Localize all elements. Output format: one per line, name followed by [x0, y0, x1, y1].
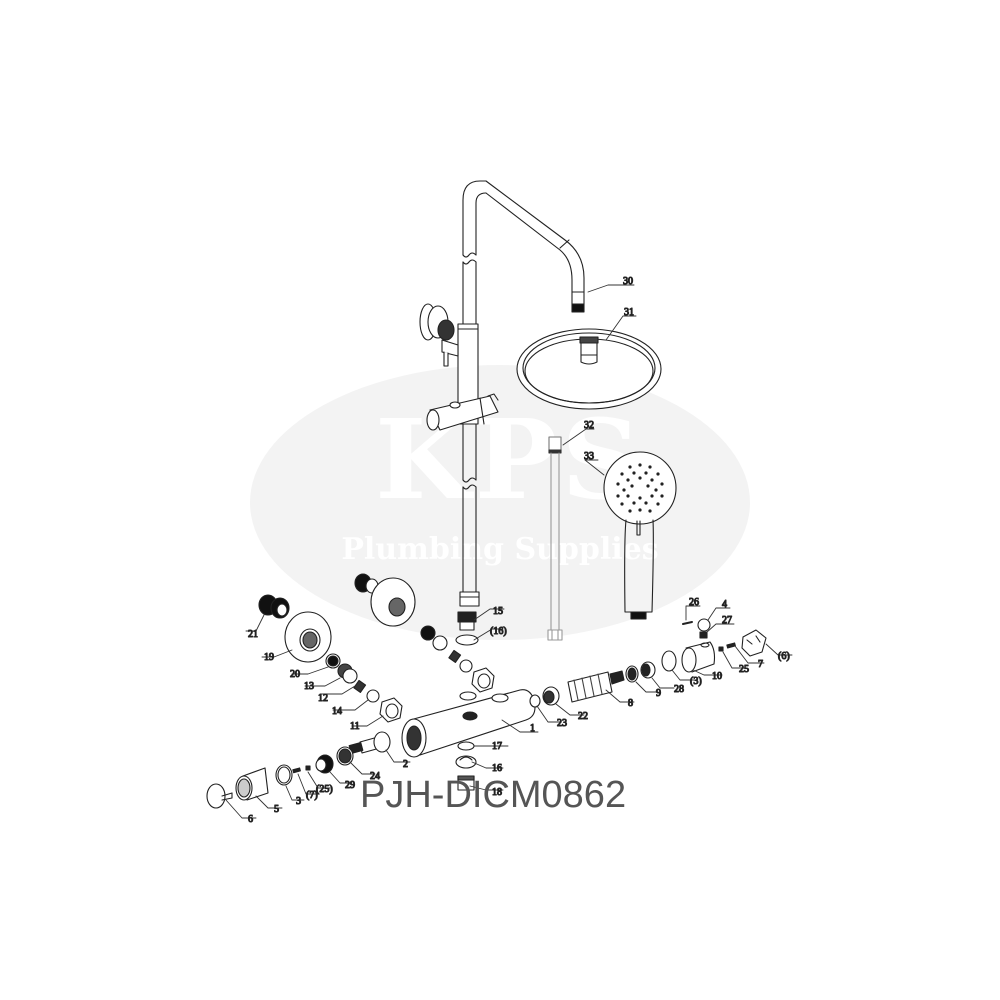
- label-25: 25: [739, 664, 749, 675]
- label-24: 24: [370, 771, 380, 782]
- label-33: 33: [584, 451, 594, 462]
- wall-bracket: [419, 303, 459, 367]
- overhead-shower-head: [516, 328, 662, 410]
- label-15: 15: [493, 606, 503, 617]
- label-9: 9: [656, 688, 661, 699]
- label-17: 17: [492, 741, 502, 752]
- label-14: 14: [332, 706, 342, 717]
- outlet-parts: [455, 741, 477, 791]
- thermostatic-parts: [529, 618, 767, 708]
- label-26: 26: [689, 597, 699, 608]
- watermark-tagline: Plumbing Supplies: [341, 532, 659, 567]
- label-18: 18: [492, 787, 502, 798]
- label-13: 13: [304, 681, 314, 692]
- label-22: 22: [578, 711, 588, 722]
- label-1: 1: [530, 723, 535, 734]
- label-7-paren: (7): [306, 790, 318, 801]
- label-23: 23: [557, 718, 567, 729]
- watermark-brand: KPS: [375, 395, 645, 524]
- part-labels: 30 31 32 33 15 (16) 21 19 20 13 12 14 11…: [247, 275, 790, 825]
- label-6-paren: (6): [778, 651, 790, 662]
- right-inlet-parts: [354, 573, 495, 701]
- label-3-paren: (3): [690, 676, 702, 687]
- label-11: 11: [350, 721, 360, 732]
- label-10: 10: [712, 671, 722, 682]
- label-12: 12: [318, 693, 328, 704]
- label-29: 29: [345, 780, 355, 791]
- label-3: 3: [296, 796, 301, 807]
- hand-shower: [603, 451, 677, 620]
- label-16: 16: [492, 763, 502, 774]
- label-31: 31: [624, 307, 634, 318]
- shower-hose: [547, 436, 563, 641]
- leader-lines: [225, 284, 793, 819]
- label-27: 27: [722, 615, 732, 626]
- label-2: 2: [403, 759, 408, 770]
- label-4: 4: [722, 599, 727, 610]
- label-6: 6: [248, 814, 253, 825]
- label-28: 28: [674, 684, 684, 695]
- label-30: 30: [623, 276, 633, 287]
- label-8: 8: [628, 698, 633, 709]
- label-7: 7: [758, 659, 763, 670]
- label-16-paren: (16): [490, 626, 507, 637]
- label-19: 19: [264, 652, 274, 663]
- slider-bracket: [426, 393, 499, 431]
- label-5: 5: [274, 804, 279, 815]
- riser-and-arm: [457, 180, 585, 607]
- label-21: 21: [248, 629, 258, 640]
- label-25-paren: (25): [316, 784, 333, 795]
- flow-handle-parts: [206, 731, 391, 809]
- label-32: 32: [584, 420, 594, 431]
- left-inlet-parts: [258, 594, 403, 723]
- product-code: PJH-DICM0862: [360, 774, 627, 816]
- label-20: 20: [290, 669, 300, 680]
